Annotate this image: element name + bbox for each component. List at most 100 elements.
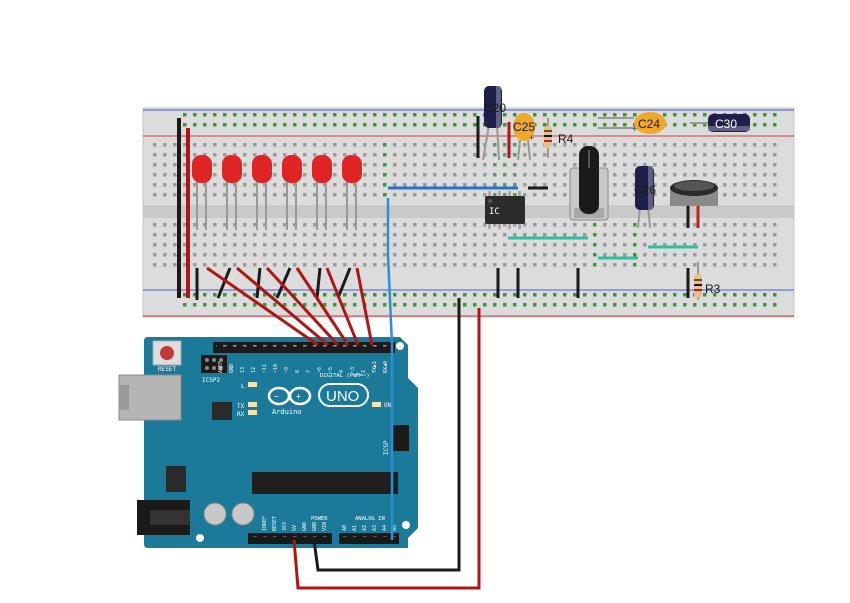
potentiometer-icon[interactable] bbox=[569, 146, 609, 221]
atmega-chip bbox=[252, 472, 398, 494]
tx-led bbox=[248, 402, 257, 407]
svg-text:−: − bbox=[274, 392, 279, 401]
led-ground-2[interactable] bbox=[216, 267, 232, 299]
resistor-r4: R4 bbox=[544, 118, 574, 158]
analog-pin-label-3: A3 bbox=[372, 525, 378, 531]
digital-pin-label-15: RX◀0 bbox=[383, 361, 389, 373]
wire-pin4[interactable] bbox=[295, 267, 350, 346]
led-1 bbox=[192, 155, 212, 230]
led-4 bbox=[282, 155, 302, 230]
power-pin-label-0: IOREF bbox=[262, 516, 268, 531]
wire-5v-red[interactable] bbox=[292, 308, 481, 590]
svg-text:+: + bbox=[529, 133, 534, 143]
digital-pin-label-12: ~3 bbox=[350, 367, 356, 373]
on-led bbox=[372, 402, 381, 407]
digital-pin-label-2: 13 bbox=[240, 367, 246, 373]
label-c26: C26 bbox=[634, 183, 656, 197]
led-5 bbox=[312, 155, 332, 230]
rx-led bbox=[248, 410, 257, 415]
power-label: POWER bbox=[311, 516, 328, 522]
board-capacitor-2 bbox=[231, 502, 255, 526]
uno-model: UNO bbox=[326, 388, 359, 405]
svg-text:+: + bbox=[296, 392, 301, 401]
wire-pin7[interactable] bbox=[206, 266, 319, 347]
digital-pin-label-6: ~9 bbox=[284, 367, 290, 373]
wire-pin2[interactable] bbox=[355, 267, 374, 346]
analog-label: ANALOG IN bbox=[355, 516, 385, 522]
led-3 bbox=[252, 155, 272, 230]
arduino-wires bbox=[206, 198, 481, 590]
capacitor-c25: C25 + bbox=[513, 113, 535, 161]
analog-pin-label-2: A2 bbox=[362, 525, 368, 531]
label-r4: R4 bbox=[558, 132, 574, 146]
breadboard-wires bbox=[177, 116, 698, 300]
icsp-header bbox=[393, 425, 409, 451]
analog-pin-label-1: A1 bbox=[352, 525, 358, 531]
arduino-logo-text: Arduino bbox=[272, 408, 302, 416]
digital-pin-label-0: AREF bbox=[218, 361, 224, 373]
resistor-r3: R3 bbox=[694, 262, 721, 300]
icsp-label: ICSP bbox=[383, 440, 390, 455]
microphone-icon[interactable] bbox=[670, 180, 718, 228]
power-pin-label-1: RESET bbox=[272, 516, 278, 531]
capacitor-c20: C20 bbox=[482, 86, 506, 161]
power-pin-labels: IOREF RESET 3V3 5V GND GND VIN bbox=[262, 516, 328, 531]
power-pin-label-5: GND bbox=[312, 522, 318, 531]
tx-label: TX bbox=[237, 403, 245, 410]
digital-pin-label-1: GND bbox=[229, 364, 235, 373]
regulator bbox=[166, 466, 186, 492]
wire-analog-blue[interactable] bbox=[386, 198, 394, 540]
l-label: L bbox=[241, 383, 245, 390]
digital-pin-label-4: ~11 bbox=[262, 364, 268, 373]
label-c20: C20 bbox=[484, 101, 506, 115]
reset-label: RESET bbox=[158, 366, 176, 373]
uno-badge bbox=[318, 383, 369, 407]
digital-pin-label-13: 2 bbox=[361, 370, 367, 373]
led-2 bbox=[222, 155, 242, 230]
led-ground-3[interactable] bbox=[255, 267, 262, 299]
icsp2-label: ICSP2 bbox=[202, 377, 220, 384]
analog-pin-label-5: A5 bbox=[392, 525, 398, 531]
wire-ground-black[interactable] bbox=[312, 298, 461, 572]
label-c25: C25 bbox=[513, 120, 535, 134]
label-r3: R3 bbox=[705, 282, 721, 296]
power-pin-label-2: 3V3 bbox=[282, 522, 288, 531]
digital-label: DIGITAL (PWM=~) bbox=[320, 373, 370, 379]
digital-pin-label-9: ~6 bbox=[317, 367, 323, 373]
digital-pin-label-7: 8 bbox=[295, 370, 301, 373]
rx-label: RX bbox=[237, 411, 245, 418]
digital-pin-label-14: TX▶1 bbox=[372, 361, 378, 373]
power-pin-label-3: 5V bbox=[292, 525, 298, 531]
led-6 bbox=[342, 155, 362, 230]
analog-pin-label-4: A4 bbox=[382, 525, 388, 531]
label-c30: C30 bbox=[715, 117, 737, 131]
led-ground-6[interactable] bbox=[336, 267, 352, 299]
led-ground-4[interactable] bbox=[275, 267, 292, 299]
wire-pin6[interactable] bbox=[236, 266, 329, 347]
digital-pin-label-8: 7 bbox=[306, 370, 312, 373]
on-label: ON bbox=[384, 402, 392, 409]
led-ground-5[interactable] bbox=[315, 267, 322, 299]
digital-pin-label-11: 4 bbox=[339, 370, 345, 373]
capacitor-c26: C26 bbox=[634, 166, 656, 229]
ic-chip: IC bbox=[485, 191, 525, 229]
power-pin-label-6: VIN bbox=[322, 522, 328, 531]
wire-pin3[interactable] bbox=[325, 267, 360, 346]
wire-pin5[interactable] bbox=[265, 266, 340, 347]
l-led bbox=[248, 382, 257, 387]
digital-pin-label-3: 12 bbox=[251, 367, 257, 373]
digital-pin-label-5: ~10 bbox=[273, 364, 279, 373]
svg-text:+: + bbox=[632, 124, 637, 134]
label-c24: C24 bbox=[638, 117, 660, 131]
power-pin-label-4: GND bbox=[302, 522, 308, 531]
arduino-logo: − + Arduino bbox=[267, 386, 312, 416]
usb-chip bbox=[212, 402, 232, 420]
board-capacitor-1 bbox=[203, 502, 227, 526]
capacitor-c24: C24 + bbox=[598, 112, 666, 134]
ic-label: IC bbox=[489, 207, 500, 217]
led-array bbox=[192, 155, 362, 230]
